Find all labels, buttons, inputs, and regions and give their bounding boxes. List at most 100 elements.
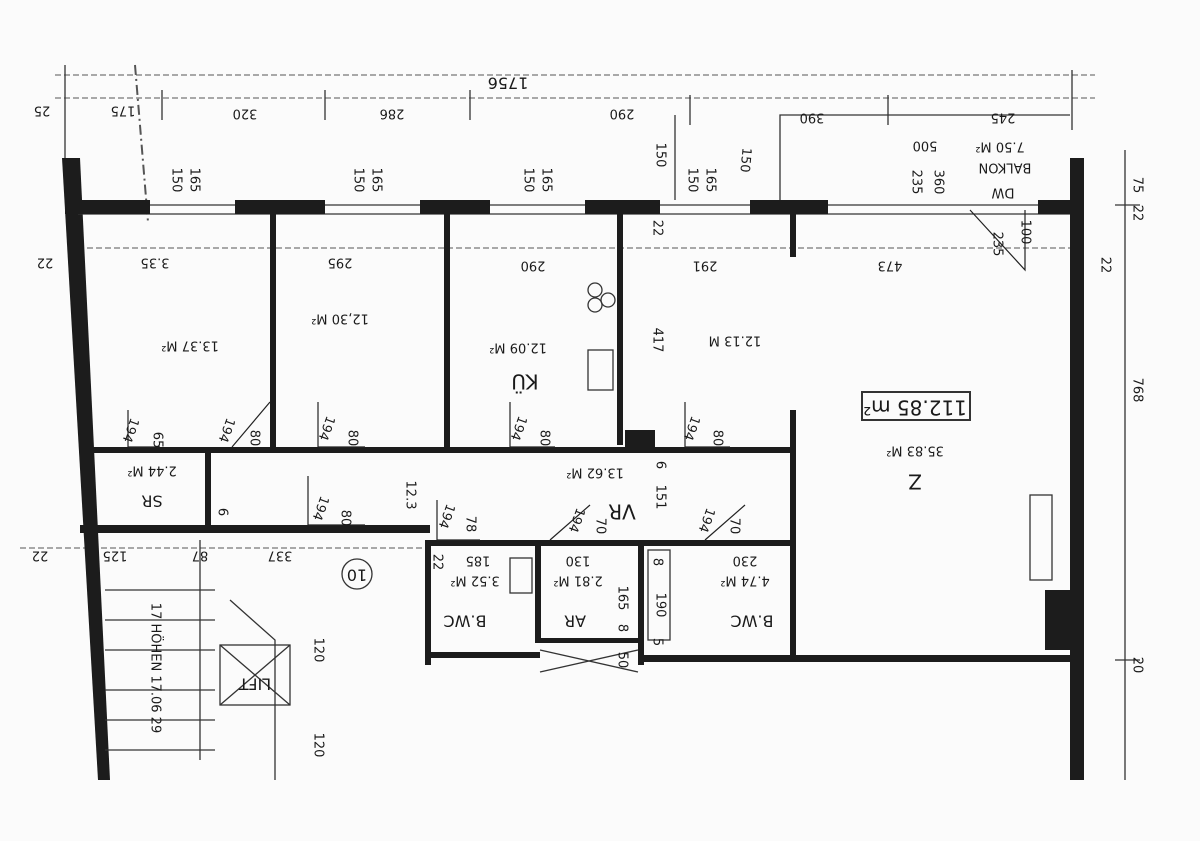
dim-label: 75 bbox=[1130, 177, 1145, 194]
stove-icon bbox=[587, 282, 603, 298]
room-area: 2.44 M² bbox=[127, 463, 177, 478]
door-dim: 194 bbox=[680, 414, 703, 442]
room-name: AR bbox=[564, 612, 586, 631]
window-dim: 150 bbox=[169, 168, 184, 193]
room-width: 3.35 bbox=[141, 255, 170, 270]
walls bbox=[62, 158, 1084, 780]
stair-heights: 17 HÖHEN 17.06 29 bbox=[148, 603, 165, 733]
total-area-box bbox=[861, 391, 971, 421]
door-dim: 194 bbox=[309, 494, 332, 522]
balcony-width: 500 bbox=[913, 138, 938, 153]
door-dim: 80 bbox=[247, 430, 262, 447]
lift-shaft bbox=[219, 644, 291, 706]
window-dim: 165 bbox=[187, 168, 202, 193]
window-dim: 150 bbox=[521, 168, 536, 193]
room-name: B.WC bbox=[443, 612, 486, 631]
window-dim: 165 bbox=[369, 168, 384, 193]
window-dim: 165 bbox=[703, 168, 718, 193]
dim-label: 8 bbox=[615, 624, 630, 632]
dim-label: 22 bbox=[37, 255, 54, 270]
room-width: 295 bbox=[328, 255, 353, 270]
dim-label: 337 bbox=[268, 548, 293, 563]
dim-label: 25 bbox=[34, 103, 51, 118]
dim-label: 390 bbox=[800, 110, 825, 125]
dim-overall: 1756 bbox=[488, 74, 529, 93]
dim-label: 6 bbox=[215, 508, 230, 516]
room-name: Z bbox=[908, 470, 922, 494]
dim-label: 165 bbox=[615, 586, 630, 611]
room-area: 3.52 M² bbox=[450, 573, 500, 588]
dim-label: 286 bbox=[380, 106, 405, 121]
room-width: 130 bbox=[566, 553, 591, 568]
room-name: VR bbox=[608, 500, 636, 524]
dim-label: 22 bbox=[32, 548, 49, 563]
room-area: 13.62 M² bbox=[566, 465, 624, 480]
door-dim: 194 bbox=[695, 506, 718, 534]
balcony-area: 7.50 M² bbox=[975, 139, 1025, 154]
dim-label: 87 bbox=[192, 548, 209, 563]
room-width: 230 bbox=[733, 553, 758, 568]
dim-label: 22 bbox=[1130, 205, 1145, 222]
door-dim: 80 bbox=[345, 430, 360, 447]
balcony-label: BALKON bbox=[979, 160, 1032, 175]
dim-label: 120 bbox=[311, 638, 326, 663]
dim-label: 100 bbox=[1018, 220, 1033, 245]
window-dim: 150 bbox=[685, 168, 700, 193]
bathtub-icon bbox=[509, 557, 533, 594]
labels: 1756 25 175 320 286 290 390 245 150 150 … bbox=[32, 74, 1145, 758]
dimension-lines bbox=[20, 64, 1140, 780]
shower-icon bbox=[647, 549, 671, 641]
room-area: 13.37 M² bbox=[161, 338, 219, 353]
sink-icon bbox=[587, 349, 614, 391]
door-dim: 70 bbox=[593, 518, 608, 535]
door-dim: 70 bbox=[727, 518, 742, 535]
dim-label: 320 bbox=[233, 106, 258, 121]
dim-label: 245 bbox=[991, 110, 1016, 125]
door-dim: 78 bbox=[463, 516, 478, 533]
room-area: 4.74 M² bbox=[720, 573, 770, 588]
door-dim: 80 bbox=[537, 430, 552, 447]
dim-label: 150 bbox=[736, 147, 753, 173]
balcony-door: DW bbox=[991, 185, 1014, 200]
dim-label: 190 bbox=[653, 593, 668, 618]
stairwell bbox=[105, 391, 971, 780]
door-dim: 194 bbox=[435, 502, 458, 530]
door-dim: 194 bbox=[565, 506, 588, 534]
unit-number-circle bbox=[341, 558, 373, 590]
room-width: 290 bbox=[521, 258, 546, 273]
room-area: 2.81 M² bbox=[553, 573, 603, 588]
dim-label: 50 bbox=[615, 652, 630, 669]
door-dim: 80 bbox=[710, 430, 725, 447]
room-area: 12.13 M bbox=[709, 333, 762, 348]
door-dim: 194 bbox=[215, 416, 238, 444]
dim-label: 22 bbox=[430, 554, 445, 571]
fireplace-icon bbox=[1029, 494, 1053, 581]
window-dim: 165 bbox=[539, 168, 554, 193]
window-dim: 235 bbox=[909, 170, 924, 195]
window-dim: 150 bbox=[351, 168, 366, 193]
dim-label: 5 bbox=[650, 638, 665, 646]
dim-label: 12.3 bbox=[403, 481, 418, 510]
lift-label: LIFT bbox=[239, 675, 272, 694]
room-height: 417 bbox=[650, 328, 665, 353]
unit-number: 10 bbox=[347, 566, 367, 585]
door-dim: 65 bbox=[150, 432, 165, 449]
dim-label: 235 bbox=[990, 232, 1005, 257]
total-area: 112.85 m² bbox=[863, 396, 967, 420]
dim-label: 120 bbox=[311, 733, 326, 758]
door-swings bbox=[127, 209, 1026, 673]
room-area: 12.09 M² bbox=[489, 340, 547, 355]
room-name: KÜ bbox=[511, 370, 538, 394]
room-width: 291 bbox=[693, 258, 718, 273]
dim-label: 768 bbox=[1130, 378, 1145, 403]
dim-label: 6 bbox=[653, 461, 668, 469]
dim-label: 20 bbox=[1130, 657, 1145, 674]
dim-label: 22 bbox=[1098, 257, 1113, 274]
window-dim: 360 bbox=[931, 170, 946, 195]
room-name: SR bbox=[141, 492, 162, 511]
dim-label: 125 bbox=[103, 548, 128, 563]
dim-label: 175 bbox=[111, 103, 136, 118]
fixtures bbox=[509, 282, 1070, 650]
room-name: B.WC bbox=[730, 612, 773, 631]
